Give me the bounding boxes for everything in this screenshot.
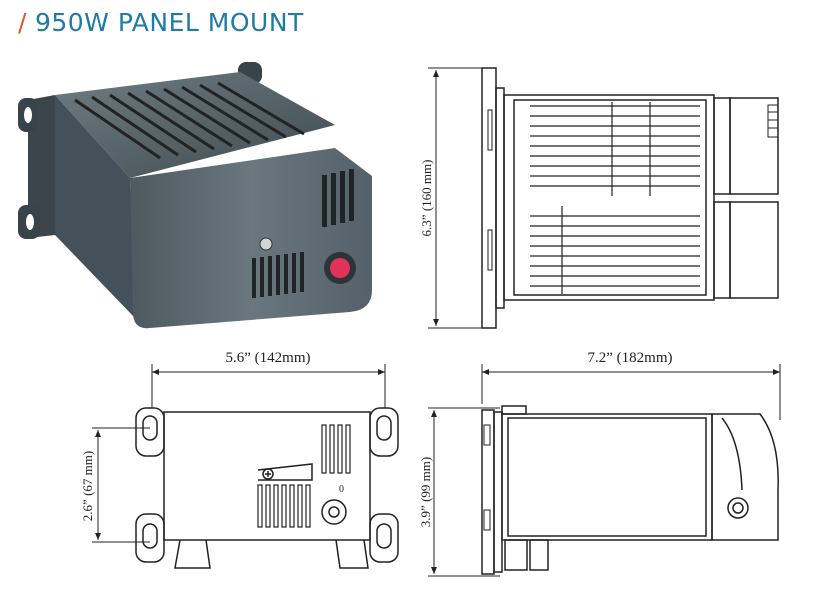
title-text: 950W PANEL MOUNT xyxy=(34,8,304,37)
dim-width-front: 5.6” (142mm) xyxy=(226,350,311,366)
top-grill xyxy=(74,81,305,160)
side-view-top xyxy=(428,67,779,329)
title-slash: / xyxy=(18,8,27,37)
dim-mount-spacing: 2.6” (67 mm) xyxy=(80,451,95,521)
heater-photo xyxy=(18,62,372,329)
page-title: /950W PANEL MOUNT xyxy=(18,8,304,37)
dim-depth-side: 3.9” (99 mm) xyxy=(418,457,433,527)
side-view-bottom xyxy=(428,364,781,577)
dim-length-side: 7.2” (182mm) xyxy=(588,350,673,366)
dim-height-side: 6.3” (160 mm) xyxy=(419,160,434,237)
thermostat-scale-label: 0 xyxy=(339,484,344,495)
thermostat-dial xyxy=(321,499,347,525)
thermostat-knob xyxy=(330,258,350,278)
front-view xyxy=(92,364,399,569)
